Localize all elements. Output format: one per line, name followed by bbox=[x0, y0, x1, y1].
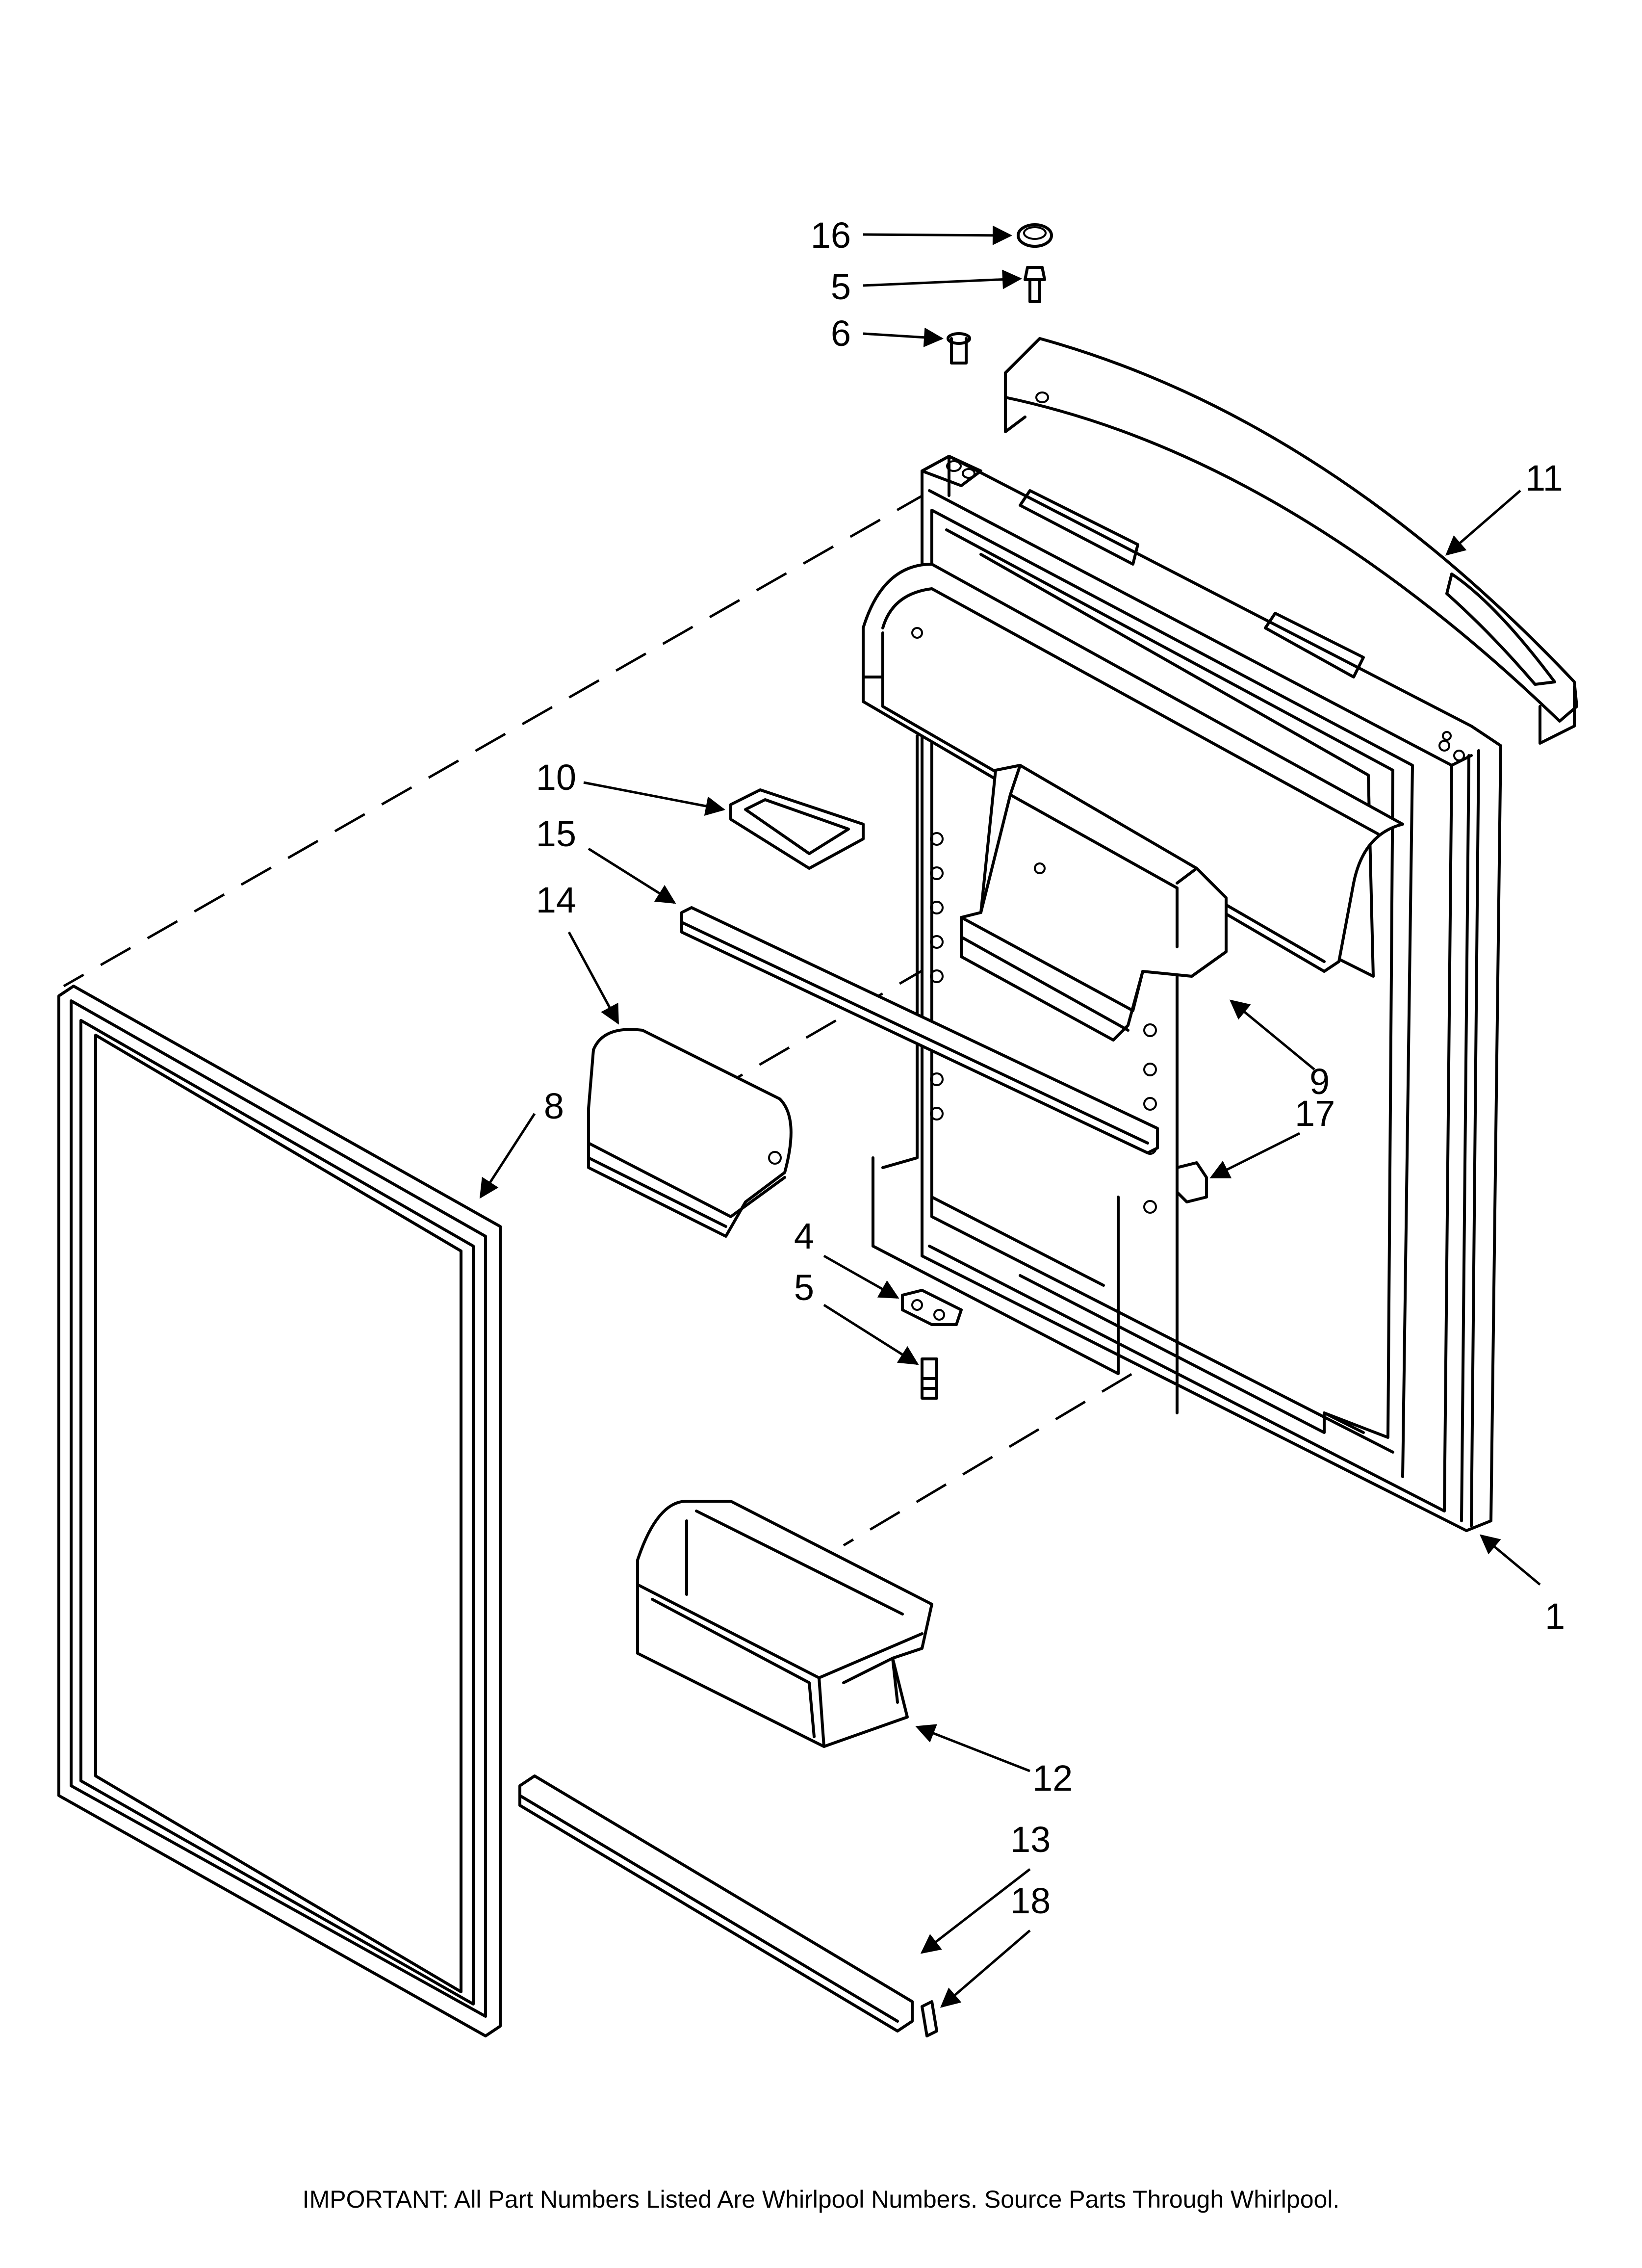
footer-note: IMPORTANT: All Part Numbers Listed Are W… bbox=[303, 2186, 1340, 2213]
callout-14: 14 bbox=[536, 880, 576, 920]
lower-door-bin-part bbox=[636, 1500, 933, 1748]
hinge-pin-part bbox=[947, 332, 971, 365]
callout-6: 6 bbox=[831, 313, 851, 354]
callout-10: 10 bbox=[536, 757, 576, 798]
callout-1: 1 bbox=[1545, 1596, 1565, 1637]
screw-lower-part bbox=[921, 1357, 938, 1400]
callout-8: 8 bbox=[544, 1086, 564, 1126]
callout-5-bottom: 5 bbox=[794, 1267, 814, 1308]
hinge-bracket-part bbox=[901, 1289, 963, 1326]
callout-18: 18 bbox=[1010, 1880, 1051, 1921]
callout-11: 11 bbox=[1525, 458, 1563, 498]
dairy-door-frame-part bbox=[729, 788, 865, 870]
callout-5-top: 5 bbox=[831, 266, 851, 307]
upper-door-bin-part bbox=[960, 764, 1228, 1042]
callout-9: 9 bbox=[1309, 1061, 1330, 1102]
screw-upper-part bbox=[1024, 266, 1046, 303]
dairy-door-part bbox=[587, 1028, 793, 1238]
upper-shelf-frame bbox=[862, 563, 1404, 973]
shelf-clip-part bbox=[1176, 1161, 1208, 1203]
callout-17: 17 bbox=[1295, 1093, 1335, 1134]
shelf-rail-part bbox=[680, 906, 1159, 1154]
callout-15: 15 bbox=[536, 813, 576, 854]
callout-13: 13 bbox=[1010, 1819, 1051, 1860]
lower-rail-part bbox=[518, 1774, 914, 2033]
rail-end-cap-part bbox=[921, 2000, 938, 2037]
callout-labels: 16 5 6 11 10 15 14 8 9 17 4 5 1 12 13 18 bbox=[536, 215, 1565, 1921]
hinge-cover-part bbox=[1004, 337, 1578, 745]
callout-12: 12 bbox=[1032, 1758, 1073, 1799]
cap-plug-part bbox=[1017, 223, 1053, 248]
door-gasket-part bbox=[57, 985, 502, 2037]
callout-16: 16 bbox=[811, 215, 851, 256]
callout-4: 4 bbox=[794, 1216, 814, 1256]
callout-leaders bbox=[479, 225, 1541, 2008]
